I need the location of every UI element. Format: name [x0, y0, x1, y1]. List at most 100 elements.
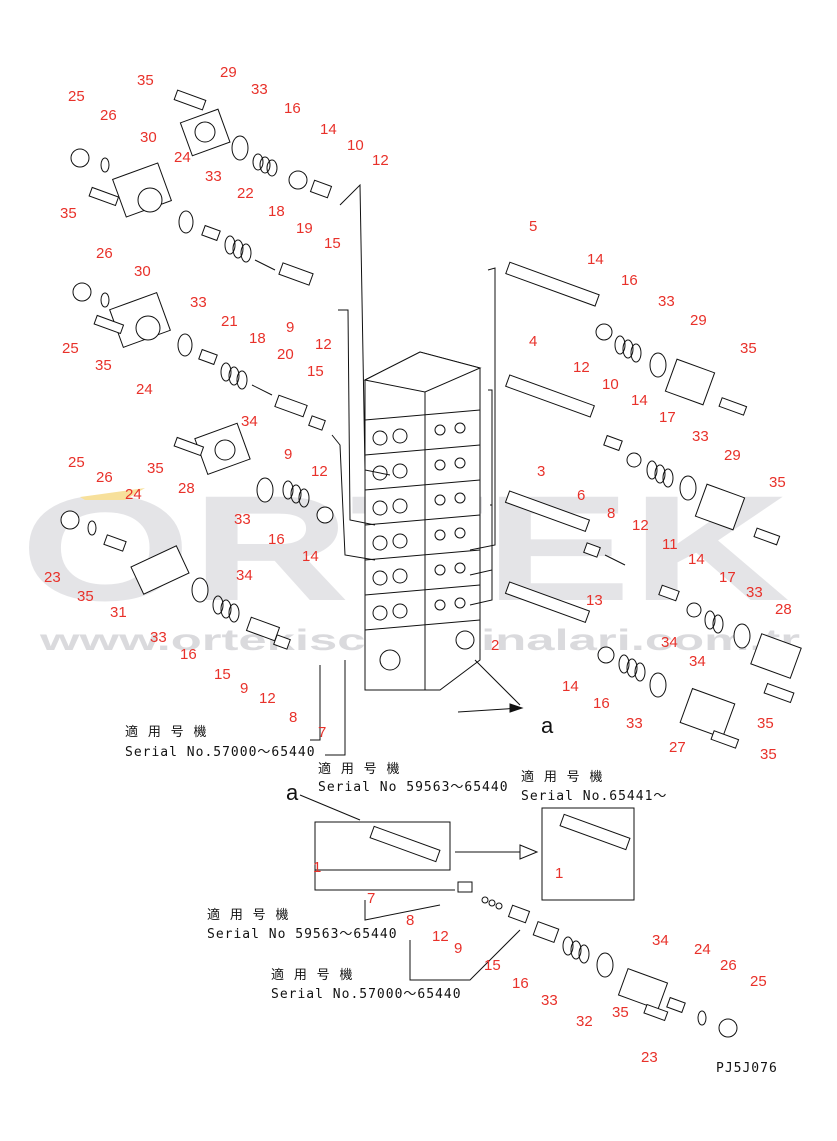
- callout-label: 30: [140, 129, 157, 146]
- callout-label: 33: [234, 511, 251, 528]
- callout-label: 9: [240, 680, 248, 697]
- serial-notes: 適 用 号 機 Serial No.57000～65440 適 用 号 機 Se…: [125, 724, 667, 1002]
- callout-label: 17: [659, 409, 676, 426]
- serial-note-heading: 適 用 号 機: [125, 724, 207, 740]
- callout-label: 33: [658, 293, 675, 310]
- callout-label: 24: [174, 149, 191, 166]
- callout-label: 26: [96, 245, 113, 262]
- watermark-accent-icon: [80, 488, 145, 500]
- callout-label: 30: [134, 263, 151, 280]
- callout-label: 16: [621, 272, 638, 289]
- callout-label: 34: [652, 932, 669, 949]
- callout-label: 7: [318, 724, 326, 741]
- callout-label: 24: [136, 381, 153, 398]
- callout-label: 26: [96, 469, 113, 486]
- view-label-a: a: [286, 780, 299, 805]
- serial-note-text: Serial No.65441～: [521, 789, 667, 804]
- callout-label: 13: [586, 592, 603, 609]
- callout-label: 33: [746, 584, 763, 601]
- callout-label: 31: [110, 604, 127, 621]
- drawing-code: PJ5J076: [716, 1061, 778, 1076]
- callout-label: 14: [688, 551, 705, 568]
- callout-label: 16: [593, 695, 610, 712]
- callout-label: 24: [694, 941, 711, 958]
- callout-label: 21: [221, 313, 238, 330]
- callout-label: 12: [315, 336, 332, 353]
- callout-label: 18: [268, 203, 285, 220]
- callout-label: 27: [669, 739, 686, 756]
- callout-label: 34: [241, 413, 258, 430]
- serial-note-heading: 適 用 号 機: [207, 907, 289, 923]
- callout-label: 34: [661, 634, 678, 651]
- callout-label: 5: [529, 218, 537, 235]
- callout-label: 25: [750, 973, 767, 990]
- callout-label: 22: [237, 185, 254, 202]
- callout-label: 25: [68, 454, 85, 471]
- callout-label: 35: [757, 715, 774, 732]
- callout-label: 20: [277, 346, 294, 363]
- callout-label: 35: [137, 72, 154, 89]
- serial-note-heading: 適 用 号 機: [521, 769, 603, 785]
- callout-label: 15: [324, 235, 341, 252]
- callout-label: 16: [268, 531, 285, 548]
- callout-label: 15: [214, 666, 231, 683]
- callout-label: 8: [406, 912, 414, 929]
- callout-label: 16: [284, 100, 301, 117]
- callout-label: 29: [690, 312, 707, 329]
- callout-label: 26: [100, 107, 117, 124]
- callout-label: 9: [284, 446, 292, 463]
- callout-label: 28: [775, 601, 792, 618]
- callout-label: 35: [147, 460, 164, 477]
- callout-label: 26: [720, 957, 737, 974]
- serial-note-heading: 適 用 号 機: [318, 761, 400, 777]
- callout-label: 14: [302, 548, 319, 565]
- callout-label: 35: [612, 1004, 629, 1021]
- leader-lines: [299, 183, 539, 981]
- serial-note-text: Serial No 59563～65440: [207, 927, 398, 942]
- callout-label: 34: [689, 653, 706, 670]
- callout-numbers: 35 29 25 33 26 16 30 14 10 12 24 33 35 2…: [44, 64, 792, 1066]
- callout-label: 33: [251, 81, 268, 98]
- callout-label: 14: [320, 121, 337, 138]
- serial-note-text: Serial No 59563～65440: [318, 780, 509, 795]
- callout-label: 12: [259, 690, 276, 707]
- callout-label: 11: [662, 536, 678, 553]
- callout-label: 35: [77, 588, 94, 605]
- callout-label: 2: [491, 637, 499, 654]
- callout-label: 7: [367, 890, 375, 907]
- callout-label: 14: [587, 251, 604, 268]
- callout-label: 12: [372, 152, 389, 169]
- callout-label: 33: [541, 992, 558, 1009]
- callout-label: 9: [454, 940, 462, 957]
- callout-label: 6: [577, 487, 585, 504]
- callout-label: 14: [631, 392, 648, 409]
- callout-label: 28: [178, 480, 195, 497]
- callout-label: 12: [432, 928, 449, 945]
- callout-label: 1: [313, 859, 321, 876]
- callout-label: 1: [555, 865, 563, 882]
- serial-note-text: Serial No.57000～65440: [271, 987, 462, 1002]
- callout-label: 15: [307, 363, 324, 380]
- callout-label: 3: [537, 463, 545, 480]
- callout-label: 24: [125, 486, 142, 503]
- callout-label: 19: [296, 220, 313, 237]
- callout-label: 10: [347, 137, 364, 154]
- callout-label: 35: [95, 357, 112, 374]
- callout-label: 32: [576, 1013, 593, 1030]
- callout-label: 12: [573, 359, 590, 376]
- callout-label: 23: [641, 1049, 658, 1066]
- callout-label: 12: [632, 517, 649, 534]
- callout-label: 16: [180, 646, 197, 663]
- callout-label: 9: [286, 319, 294, 336]
- callout-label: 29: [220, 64, 237, 81]
- callout-label: 25: [62, 340, 79, 357]
- view-label-a: a: [541, 713, 554, 738]
- callout-label: 15: [484, 957, 501, 974]
- callout-label: 14: [562, 678, 579, 695]
- part-shapes: [60, 89, 802, 1038]
- callout-label: 4: [529, 333, 537, 350]
- callout-label: 34: [236, 567, 253, 584]
- control-valve-body: [363, 351, 482, 691]
- callout-label: 25: [68, 88, 85, 105]
